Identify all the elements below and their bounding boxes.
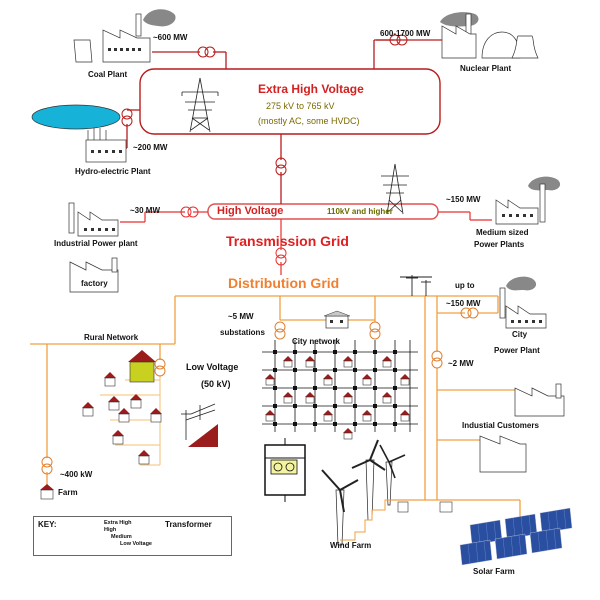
solar-building-icon bbox=[397, 501, 453, 513]
transformer-icon bbox=[275, 247, 287, 266]
wind-turbine-icon bbox=[321, 469, 359, 546]
rural-house-icon bbox=[150, 408, 162, 423]
low-voltage-pole-icon bbox=[181, 403, 216, 440]
substation-building-icon bbox=[323, 310, 351, 329]
city-plant-label-1: City bbox=[512, 330, 528, 339]
transformer-icon bbox=[431, 350, 443, 369]
solar-panel-gridlines bbox=[467, 508, 567, 564]
medium-plant-label-2: Power Plants bbox=[474, 240, 525, 249]
transformer-icon bbox=[275, 157, 287, 176]
industrial-customers-power: ~2 MW bbox=[448, 359, 474, 368]
high-voltage-lines bbox=[120, 211, 492, 275]
transformer-icon bbox=[180, 206, 199, 218]
rural-house-icon bbox=[108, 396, 120, 411]
substation-equipment-icon bbox=[264, 438, 306, 502]
barn-icon bbox=[128, 350, 156, 383]
industrial-customers-label: Industial Customers bbox=[462, 421, 539, 430]
wind-farm-label: Wind Farm bbox=[330, 541, 372, 550]
wind-turbine-icon bbox=[379, 444, 406, 506]
key-item-low-voltage: Low Voltage bbox=[120, 541, 152, 547]
distribution-pole-icon bbox=[400, 275, 432, 296]
nuclear-plant-power: 600-1700 MW bbox=[380, 29, 431, 38]
medium-voltage-lines bbox=[30, 295, 521, 518]
transformer-icon bbox=[389, 34, 408, 46]
rural-house-icon bbox=[112, 430, 124, 445]
industrial-plant-label: Industrial Power plant bbox=[54, 239, 138, 248]
ehv-tower-icon bbox=[181, 77, 219, 133]
key-legend-box bbox=[33, 516, 232, 556]
key-title: KEY: bbox=[38, 520, 57, 529]
transformer-icon bbox=[369, 321, 381, 340]
low-voltage-hill bbox=[188, 424, 218, 447]
transformer-icon bbox=[460, 307, 479, 319]
rural-house-icon bbox=[82, 402, 94, 417]
farm-house-icon bbox=[40, 484, 54, 500]
key-item-high: High bbox=[104, 527, 117, 533]
transformer-icon bbox=[41, 456, 53, 475]
ehv-title: Extra High Voltage bbox=[258, 82, 364, 96]
ehv-note: (mostly AC, some HVDC) bbox=[258, 116, 360, 126]
hydro-plant-icon bbox=[31, 104, 127, 163]
low-voltage-label-1: Low Voltage bbox=[186, 362, 239, 372]
city-plant-power-1: up to bbox=[455, 281, 475, 290]
hv-title: High Voltage bbox=[217, 205, 284, 217]
industrial-customer-icon bbox=[514, 383, 565, 417]
hv-range: 110kV and higher bbox=[327, 207, 393, 216]
city-plant-power-2: ~150 MW bbox=[446, 299, 481, 308]
key-item-medium: Medium bbox=[111, 534, 132, 540]
nuclear-plant-label: Nuclear Plant bbox=[460, 64, 512, 73]
rural-house-icon bbox=[104, 372, 116, 387]
low-voltage-label-2: (50 kV) bbox=[201, 379, 231, 389]
transformer-icon bbox=[197, 46, 216, 58]
ehv-range: 275 kV to 765 kV bbox=[266, 101, 335, 111]
medium-plant-label-1: Medium sized bbox=[476, 228, 529, 237]
coal-plant-power: ~600 MW bbox=[153, 33, 188, 42]
transformer-icon bbox=[121, 108, 133, 127]
substations-label: substations bbox=[220, 328, 265, 337]
hydro-plant-power: ~200 MW bbox=[133, 143, 168, 152]
city-houses bbox=[265, 356, 410, 440]
farm-power: ~400 kW bbox=[60, 470, 93, 479]
transformer-icon bbox=[154, 358, 166, 377]
hydro-plant-label: Hydro-electric Plant bbox=[75, 167, 151, 176]
medium-plant-power: ~150 MW bbox=[446, 195, 481, 204]
rural-house-icon bbox=[130, 394, 142, 409]
industrial-customer-icon bbox=[479, 435, 527, 473]
farm-label: Farm bbox=[58, 488, 78, 497]
coal-plant-label: Coal Plant bbox=[88, 70, 128, 79]
key-item-extra-high: Extra High bbox=[104, 520, 132, 526]
coal-plant-icon bbox=[73, 9, 176, 63]
industrial-plant-power: ~30 MW bbox=[130, 206, 161, 215]
transformer-icon bbox=[274, 321, 286, 340]
city-network-label: City network bbox=[292, 337, 341, 346]
industrial-plant-icon bbox=[68, 202, 119, 237]
extra-high-lines bbox=[118, 39, 442, 204]
rural-house-icon bbox=[118, 408, 130, 423]
hv-tower-icon bbox=[381, 163, 409, 215]
wind-connection bbox=[340, 499, 400, 541]
city-grid-nodes bbox=[273, 350, 397, 426]
nuclear-plant-icon bbox=[440, 12, 539, 59]
key-transformer-label: Transformer bbox=[165, 520, 212, 529]
factory-icon bbox=[69, 257, 119, 293]
factory-label: factory bbox=[81, 279, 108, 288]
rural-network-label: Rural Network bbox=[84, 333, 139, 342]
transmission-grid-title: Transmission Grid bbox=[226, 233, 349, 249]
solar-panel-icon bbox=[459, 507, 573, 566]
city-plant-label-2: Power Plant bbox=[494, 346, 540, 355]
substations-power: ~5 MW bbox=[228, 312, 254, 321]
extra-high-voltage-box bbox=[139, 68, 441, 135]
solar-farm-label: Solar Farm bbox=[473, 567, 515, 576]
rural-house-icon bbox=[138, 450, 150, 465]
distribution-grid-title: Distribution Grid bbox=[228, 275, 340, 291]
city-plant-icon bbox=[499, 276, 547, 329]
medium-plant-icon bbox=[495, 176, 561, 225]
